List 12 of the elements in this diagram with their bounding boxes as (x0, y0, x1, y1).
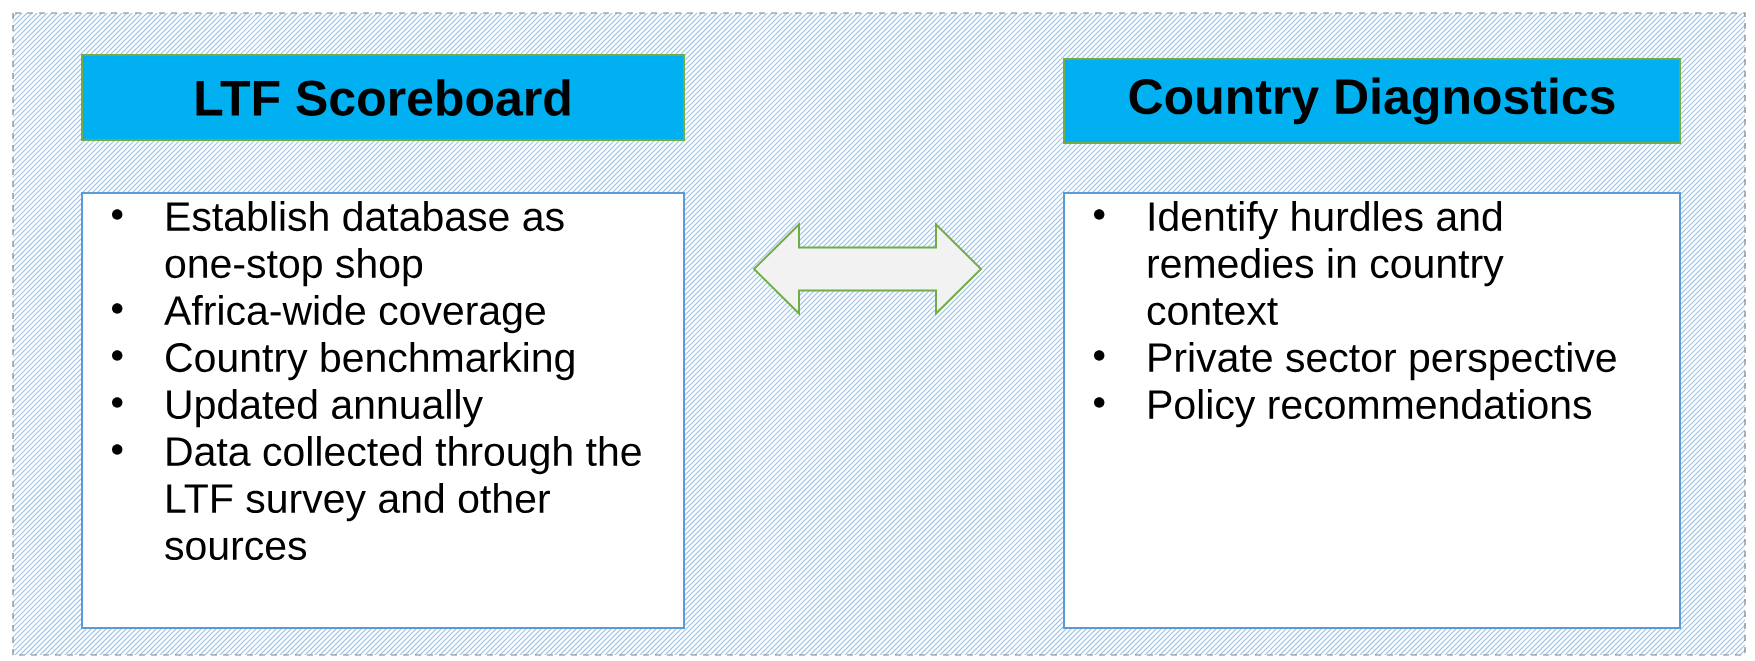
bullet-item: Africa-wide coverage (112, 295, 545, 334)
text-box (1063, 192, 1681, 629)
bullet-item: Country benchmarking (112, 342, 574, 381)
bullet-item: Updated annually (112, 389, 483, 428)
bullet-item: Data collected through the LTF survey and other sources (112, 436, 641, 561)
bullet-item: Private sector perspective (1094, 342, 1616, 381)
bullet-item: Policy recommendations (1094, 389, 1592, 428)
bullet-item: Identify hurdles and remedies in country context (1094, 201, 1504, 326)
text-box (81, 192, 685, 629)
header-box: LTF Scoreboard (81, 54, 685, 141)
header-box: Country Diagnostics (1063, 58, 1681, 144)
bullet-item: Establish database as one-stop shop (112, 201, 564, 287)
